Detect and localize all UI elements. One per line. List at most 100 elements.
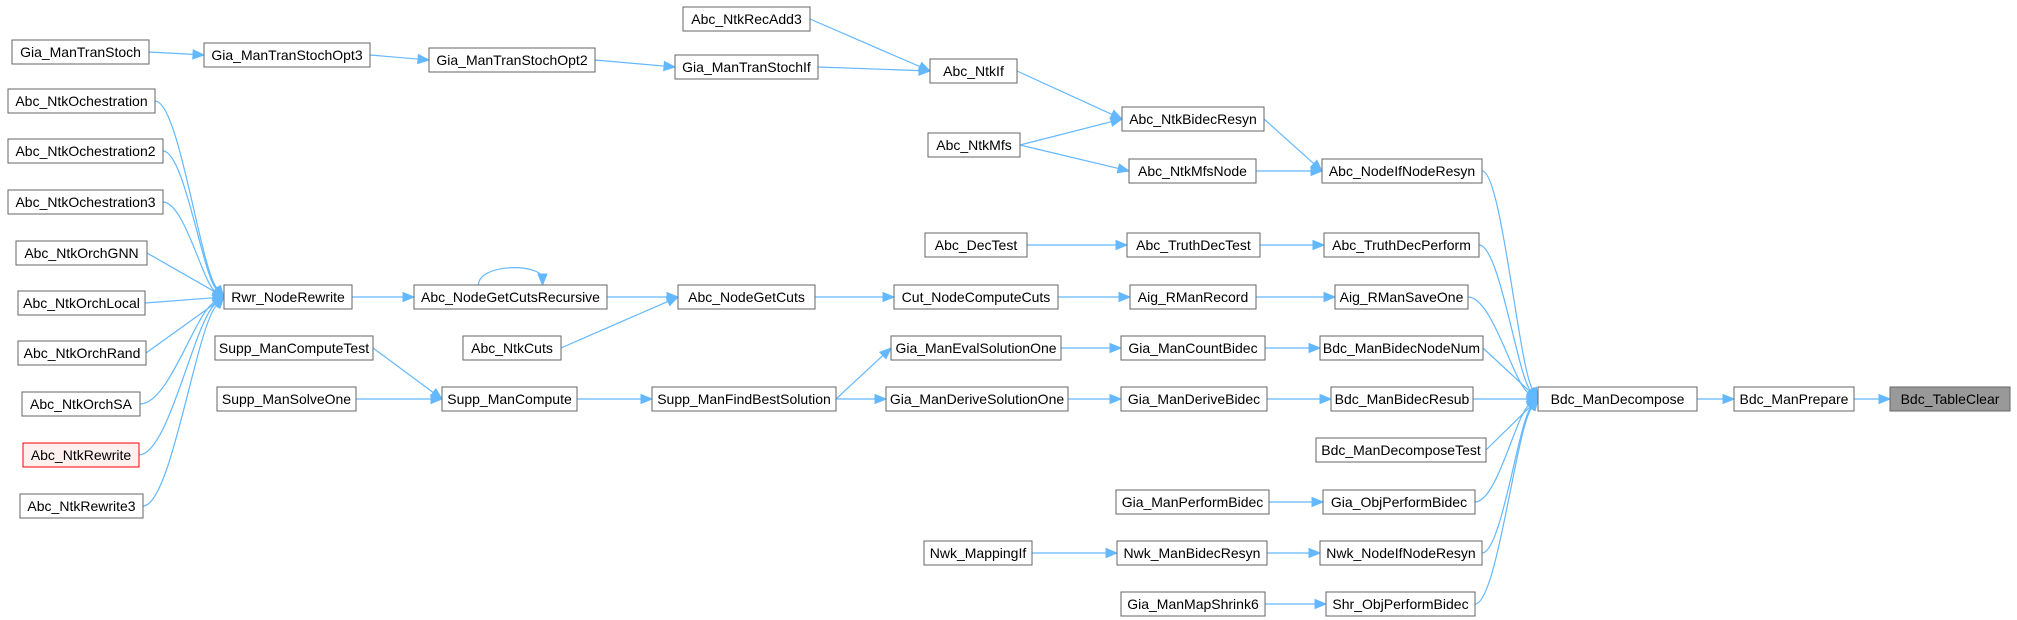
node-gia-objperformbidec[interactable]: Gia_ObjPerformBidec xyxy=(1322,489,1476,515)
node-gia-manevalsolutionone[interactable]: Gia_ManEvalSolutionOne xyxy=(890,335,1062,361)
node-gia-manderivesolutionone[interactable]: Gia_ManDeriveSolutionOne xyxy=(885,386,1069,412)
edge-supp-manfindbestsolution-to-gia-manevalsolutionone xyxy=(835,355,884,400)
node-label: Cut_NodeComputeCuts xyxy=(902,289,1051,305)
edge-abc-nodegetcutsrecursive-to-abc-nodegetcutsrecursive xyxy=(477,267,544,286)
node-label: Gia_ManTranStochIf xyxy=(682,59,811,75)
node-label: Abc_NtkCuts xyxy=(471,340,553,356)
node-shr-objperformbidec[interactable]: Shr_ObjPerformBidec xyxy=(1325,591,1476,617)
node-nwk-mappingif[interactable]: Nwk_MappingIf xyxy=(923,540,1033,566)
node-nwk-manbidecresyn[interactable]: Nwk_ManBidecResyn xyxy=(1116,540,1268,566)
node-abc-ntkmfs[interactable]: Abc_NtkMfs xyxy=(927,132,1021,158)
edge-arrowhead xyxy=(1878,393,1892,405)
node-abc-ntkif[interactable]: Abc_NtkIf xyxy=(929,58,1018,84)
edge-arrowhead xyxy=(212,296,225,310)
node-abc-ntkrecadd3[interactable]: Abc_NtkRecAdd3 xyxy=(682,6,811,32)
node-label: Abc_NtkMfs xyxy=(936,137,1011,153)
node-nwk-nodeifnoderesyn[interactable]: Nwk_NodeIfNodeResyn xyxy=(1319,540,1483,566)
node-abc-ntkrewrite[interactable]: Abc_NtkRewrite xyxy=(22,442,140,468)
node-box xyxy=(1120,591,1266,617)
node-label: Nwk_NodeIfNodeResyn xyxy=(1326,545,1475,561)
node-abc-ntkcuts[interactable]: Abc_NtkCuts xyxy=(462,335,562,361)
node-label: Abc_DecTest xyxy=(935,237,1018,253)
node-label: Abc_NtkOrchSA xyxy=(30,396,133,412)
edge-arrowhead xyxy=(537,273,548,287)
node-box xyxy=(7,189,164,215)
edge-abc-ntkbidecresyn-to-abc-nodeifnoderesyn xyxy=(1263,118,1315,165)
node-abc-ntkorchrand[interactable]: Abc_NtkOrchRand xyxy=(17,340,147,366)
node-rwr-noderewrite[interactable]: Rwr_NodeRewrite xyxy=(223,284,353,310)
node-box xyxy=(223,284,353,310)
edge-shr-objperformbidec-to-bdc-mandecompose xyxy=(1474,407,1533,605)
edge-arrowhead xyxy=(1722,393,1736,405)
edge-abc-ntkrewrite-to-rwr-noderewrite xyxy=(138,303,216,456)
node-gia-mantranstoch[interactable]: Gia_ManTranStoch xyxy=(11,39,150,65)
node-aig-rmansaveone[interactable]: Aig_RManSaveOne xyxy=(1334,284,1469,310)
node-box xyxy=(214,335,374,361)
node-box xyxy=(924,232,1028,258)
node-abc-truthdectest[interactable]: Abc_TruthDecTest xyxy=(1126,232,1261,258)
node-label: Gia_ManPerformBidec xyxy=(1122,494,1264,510)
node-gia-mancountbidec[interactable]: Gia_ManCountBidec xyxy=(1120,335,1266,361)
node-supp-manfindbestsolution[interactable]: Supp_ManFindBestSolution xyxy=(651,386,837,412)
node-supp-mancompute[interactable]: Supp_ManCompute xyxy=(441,386,578,412)
node-gia-mantranstochopt3[interactable]: Gia_ManTranStochOpt3 xyxy=(203,42,371,68)
node-box xyxy=(462,335,562,361)
node-abc-ntkbidecresyn[interactable]: Abc_NtkBidecResyn xyxy=(1121,106,1265,132)
node-abc-ntkorchsa[interactable]: Abc_NtkOrchSA xyxy=(21,391,141,417)
node-abc-nodeifnoderesyn[interactable]: Abc_NodeIfNodeResyn xyxy=(1321,158,1483,184)
node-label: Bdc_ManPrepare xyxy=(1740,391,1849,407)
node-label: Abc_NtkBidecResyn xyxy=(1129,111,1257,127)
node-cut-nodecomputecuts[interactable]: Cut_NodeComputeCuts xyxy=(893,284,1059,310)
node-bdc-tableclear[interactable]: Bdc_TableClear xyxy=(1889,386,2011,412)
node-gia-manperformbidec[interactable]: Gia_ManPerformBidec xyxy=(1115,489,1270,515)
node-bdc-manbidecresub[interactable]: Bdc_ManBidecResub xyxy=(1330,386,1474,412)
node-box xyxy=(890,335,1062,361)
node-supp-mancomputetest[interactable]: Supp_ManComputeTest xyxy=(214,335,374,361)
edge-bdc-manbidecnodenum-to-bdc-mandecompose xyxy=(1482,347,1531,392)
node-abc-ntkochestration2[interactable]: Abc_NtkOchestration2 xyxy=(7,138,164,164)
node-label: Gia_ObjPerformBidec xyxy=(1331,494,1467,510)
node-bdc-manprepare[interactable]: Bdc_ManPrepare xyxy=(1733,386,1855,412)
node-gia-mantranstochif[interactable]: Gia_ManTranStochIf xyxy=(674,54,819,80)
edge-abc-ntkorchgnn-to-rwr-noderewrite xyxy=(146,252,215,293)
node-bdc-mandecompose[interactable]: Bdc_ManDecompose xyxy=(1537,386,1698,412)
edge-abc-ntkochestration2-to-rwr-noderewrite xyxy=(162,150,217,290)
node-box xyxy=(1116,540,1268,566)
edge-arrowhead xyxy=(1311,496,1325,508)
node-box xyxy=(1330,386,1474,412)
node-box xyxy=(651,386,837,412)
node-box xyxy=(21,391,141,417)
edge-gia-mantranstochopt2-to-gia-mantranstochif xyxy=(594,59,665,67)
node-label: Gia_ManDeriveBidec xyxy=(1128,391,1260,407)
edge-abc-ntkif-to-abc-ntkbidecresyn xyxy=(1016,70,1113,115)
node-bdc-mandecomposetest[interactable]: Bdc_ManDecomposeTest xyxy=(1315,437,1487,463)
node-abc-ntkrewrite3[interactable]: Abc_NtkRewrite3 xyxy=(19,493,144,519)
node-abc-ntkochestration3[interactable]: Abc_NtkOchestration3 xyxy=(7,189,164,215)
node-abc-ntkorchgnn[interactable]: Abc_NtkOrchGNN xyxy=(15,240,148,266)
node-supp-mansolveone[interactable]: Supp_ManSolveOne xyxy=(216,386,357,412)
node-label: Abc_NtkOrchRand xyxy=(24,345,141,361)
node-abc-truthdecperform[interactable]: Abc_TruthDecPerform xyxy=(1323,232,1480,258)
node-abc-nodegetcuts[interactable]: Abc_NodeGetCuts xyxy=(677,284,816,310)
node-gia-manderivebidec[interactable]: Gia_ManDeriveBidec xyxy=(1120,386,1268,412)
node-gia-manmapshrink6[interactable]: Gia_ManMapShrink6 xyxy=(1120,591,1266,617)
edge-abc-ntkochestration3-to-rwr-noderewrite xyxy=(162,201,216,292)
node-gia-mantranstochopt2[interactable]: Gia_ManTranStochOpt2 xyxy=(428,47,596,73)
node-label: Nwk_MappingIf xyxy=(930,545,1027,561)
node-box xyxy=(1128,158,1257,184)
node-label: Bdc_ManDecompose xyxy=(1551,391,1685,407)
node-abc-nodegetcutsrecursive[interactable]: Abc_NodeGetCutsRecursive xyxy=(413,284,608,310)
node-aig-rmanrecord[interactable]: Aig_RManRecord xyxy=(1129,284,1257,310)
node-label: Nwk_ManBidecResyn xyxy=(1124,545,1261,561)
node-box xyxy=(1121,106,1265,132)
edge-arrowhead xyxy=(1323,291,1337,303)
edge-gia-objperformbidec-to-bdc-mandecompose xyxy=(1474,404,1530,503)
edge-arrowhead xyxy=(417,53,431,65)
node-abc-ntkmfsnode[interactable]: Abc_NtkMfsNode xyxy=(1128,158,1257,184)
node-abc-ntkorchlocal[interactable]: Abc_NtkOrchLocal xyxy=(17,290,146,316)
node-abc-ntkochestration[interactable]: Abc_NtkOchestration xyxy=(7,88,156,114)
node-abc-dectest[interactable]: Abc_DecTest xyxy=(924,232,1028,258)
edge-abc-ntkorchrand-to-rwr-noderewrite xyxy=(145,302,216,354)
node-bdc-manbidecnodenum[interactable]: Bdc_ManBidecNodeNum xyxy=(1319,335,1484,361)
node-label: Abc_NtkOchestration3 xyxy=(15,194,155,210)
